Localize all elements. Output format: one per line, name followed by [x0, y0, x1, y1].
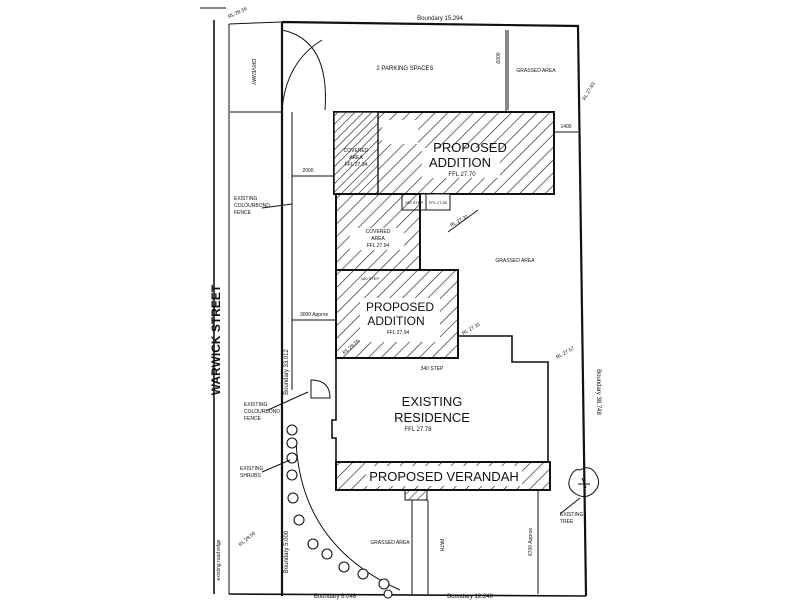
side-gate	[310, 379, 331, 399]
existing-shrubs	[286, 424, 393, 599]
dim-6000-label: 6000	[496, 52, 502, 63]
covered-top-line2: AREA	[349, 155, 363, 161]
addition-mid-line2: ADDITION	[367, 314, 424, 328]
addition-top-line1: PROPOSED	[433, 140, 507, 155]
site-boundary	[280, 20, 588, 597]
leader-fence-top	[261, 203, 293, 209]
addition-top-ffl: FFL 27.70	[448, 172, 476, 178]
svg-text:EXISTING: EXISTING	[234, 196, 257, 202]
svg-text:COLOURBOND: COLOURBOND	[234, 203, 270, 209]
rl-top-left: RL 28.56	[227, 6, 248, 20]
parking-label: 2 PARKING SPACES	[376, 66, 433, 72]
covered-mid-line2: AREA	[371, 236, 385, 242]
tree-label: EXISTING TREE	[560, 512, 583, 525]
residence-line1: EXISTING	[402, 394, 463, 409]
verandah-label: PROPOSED VERANDAH	[369, 469, 519, 484]
step-small-1-label: 180 STEP	[405, 200, 424, 205]
path-edges	[411, 500, 429, 594]
svg-text:EXISTING: EXISTING	[244, 402, 267, 408]
covered-top-ffl: FFL 27.34	[345, 162, 368, 168]
svg-text:EXISTING: EXISTING	[240, 466, 263, 472]
step-mid-label: 180 STEP	[361, 276, 380, 281]
dim-1400-label: 1400	[560, 124, 571, 130]
svg-text:FENCE: FENCE	[234, 210, 252, 216]
step-block-2	[425, 193, 451, 211]
dim-6700-label: 6700 Approx	[528, 527, 534, 556]
rl-right: RL 27.57	[555, 345, 576, 360]
rl-bottom-left: RL 28.56	[238, 530, 257, 548]
boundary-bottom-left-label: Boundary 6.048	[314, 594, 357, 600]
shrubs-label: EXISTING SHRUBS	[240, 466, 263, 479]
garden-bed-curve	[295, 439, 401, 591]
rl-top-right: RL 27.63	[582, 81, 597, 102]
tree-icon	[568, 467, 600, 498]
residence-ffl: FFL 27.78	[404, 427, 432, 433]
svg-text:COLOURBOND: COLOURBOND	[244, 409, 280, 415]
path-label: PATH	[438, 539, 444, 552]
boundary-right-label: Boundary 38.748	[595, 369, 601, 415]
fence-bottom-label: EXISTING COLOURBOND FENCE	[244, 402, 280, 422]
leader-rl-mid	[447, 209, 479, 233]
boundary-bottom-left-vertical-label: Boundary 5.000	[284, 530, 290, 573]
boundary-bottom	[228, 593, 587, 597]
dim-3000-label: 3000 Approx	[300, 312, 329, 318]
rl-mid: RL 27.31	[449, 213, 470, 228]
covered-mid-ffl: FFL 27.94	[367, 243, 390, 249]
residence-line2: RESIDENCE	[394, 410, 470, 425]
leader-tree	[559, 497, 581, 515]
grassed-area-top-label: GRASSED AREA	[516, 68, 556, 74]
leader-shrubs	[261, 459, 291, 473]
svg-text:SHRUBS: SHRUBS	[240, 473, 262, 479]
street-name: WARWICK STREET	[209, 284, 223, 395]
grassed-area-bottom-label: GRASSED AREA	[370, 540, 410, 546]
covered-mid-line1: COVERED	[366, 229, 391, 235]
leader-fence-bottom	[267, 391, 309, 411]
boundary-left-label: Boundary 33.012	[284, 348, 290, 394]
addition-mid-line1: PROPOSED	[366, 300, 434, 314]
addition-top-line2: ADDITION	[429, 155, 491, 170]
step-res-label: 340 STEP	[421, 366, 444, 372]
driveway-label: DRIVEWAY	[250, 59, 256, 86]
step-small-2-label: FFL 27.50	[429, 200, 448, 205]
path-step	[404, 489, 428, 501]
svg-text:EXISTING: EXISTING	[560, 512, 583, 518]
fence-top-label: EXISTING COLOURBOND FENCE	[234, 196, 270, 216]
driveway-gate-arc	[281, 29, 326, 111]
boundary-bottom-right-label: Boundary 12.248	[447, 594, 493, 600]
covered-top-line1: COVERED	[344, 148, 369, 154]
front-boundary-splay	[228, 21, 283, 25]
svg-text:FENCE: FENCE	[244, 416, 262, 422]
svg-text:TREE: TREE	[560, 519, 574, 525]
boundary-top-label: Boundary 15.294	[417, 16, 463, 22]
road-edge-note: existing road edge	[216, 539, 222, 580]
rl-mid-right: RL 27.31	[461, 321, 482, 336]
dim-2000-label: 2000	[302, 168, 313, 174]
grassed-area-mid-label: GRASSED AREA	[495, 258, 535, 264]
addition-mid-ffl: FFL 27.94	[387, 330, 410, 336]
